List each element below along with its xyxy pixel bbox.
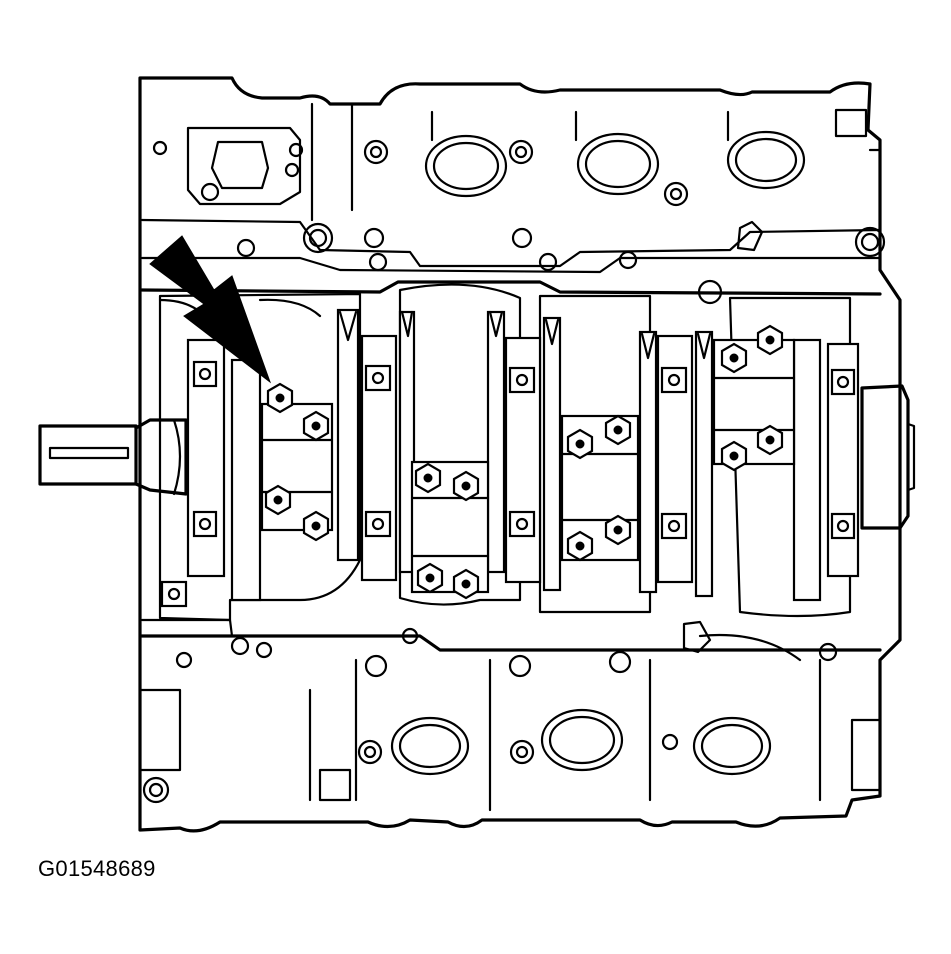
cylinder-bore-upper-1 [424, 134, 508, 198]
crank-cavity [158, 292, 362, 622]
arrow-icon [149, 235, 272, 384]
cylinder-bore-lower-3 [692, 716, 772, 776]
cylinder-bore-upper-2 [576, 132, 660, 196]
cylinder-bore-upper-3-inner [734, 137, 798, 183]
cap-bolts [264, 324, 784, 600]
cylinder-bore-upper-2-inner [584, 139, 652, 189]
cylinder-bore-upper-3 [726, 130, 806, 190]
lower-holes [142, 627, 838, 804]
block-outline [138, 76, 902, 833]
upper-rail-lower [140, 256, 882, 274]
cylinder-bore-lower-2 [540, 708, 624, 772]
crank-throws [230, 308, 822, 602]
cylinder-bore-lower-1 [390, 716, 470, 776]
cylinder-bore-upper-1-inner [432, 141, 500, 191]
rear-flange [860, 384, 910, 530]
main-rail-top [140, 280, 882, 296]
main-cap-bolts [160, 360, 856, 608]
crankshaft-snout [38, 424, 138, 486]
upper-left-flange [186, 126, 302, 206]
figure-id-label: G01548689 [38, 856, 156, 881]
upper-holes [152, 139, 886, 305]
